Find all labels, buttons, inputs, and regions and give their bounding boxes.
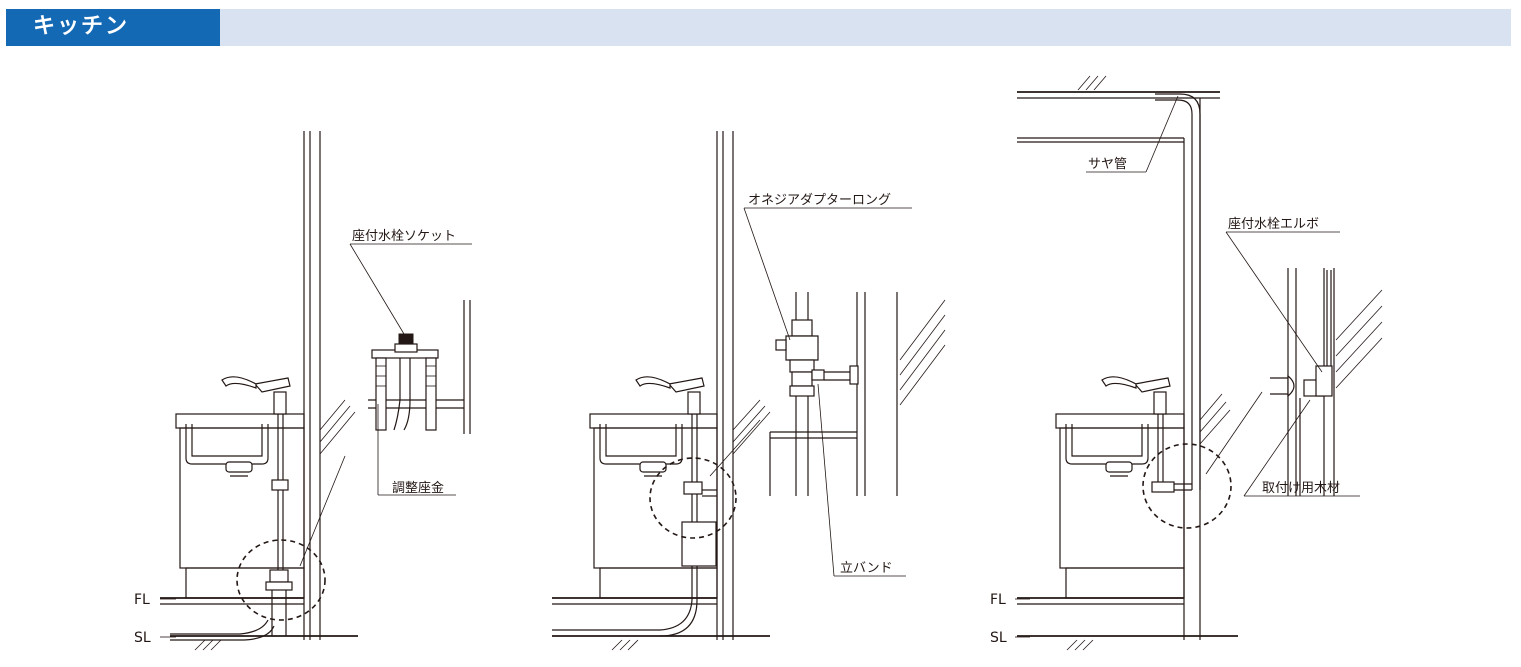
label-fl-1: FL bbox=[134, 592, 150, 608]
label-adjuster: 調整座金 bbox=[392, 480, 444, 496]
label-fl-3: FL bbox=[990, 592, 1006, 608]
page-title: キッチン bbox=[33, 14, 130, 39]
label-sl-1: SL bbox=[134, 630, 151, 646]
panel-1-kitchen-sink bbox=[160, 131, 358, 651]
header-tab bbox=[6, 9, 220, 46]
label-adapter: オネジアダプターロング bbox=[748, 193, 891, 208]
label-sl-3: SL bbox=[990, 630, 1007, 646]
detail-adapter bbox=[743, 207, 946, 577]
label-wood: 取付け用木材 bbox=[1262, 481, 1340, 496]
panel-2-kitchen-sink bbox=[552, 131, 771, 651]
sheath-leader-diag bbox=[1145, 95, 1179, 173]
label-band: 立バンド bbox=[840, 561, 893, 576]
detail-elbow bbox=[1225, 231, 1383, 497]
label-sheath: サヤ管 bbox=[1088, 157, 1127, 172]
detail-socket bbox=[349, 243, 472, 496]
label-socket: 座付水栓ソケット bbox=[352, 229, 456, 244]
panel-3-kitchen-sink bbox=[1017, 75, 1263, 651]
header-band bbox=[6, 9, 1511, 46]
label-elbow: 座付水栓エルボ bbox=[1228, 217, 1319, 232]
